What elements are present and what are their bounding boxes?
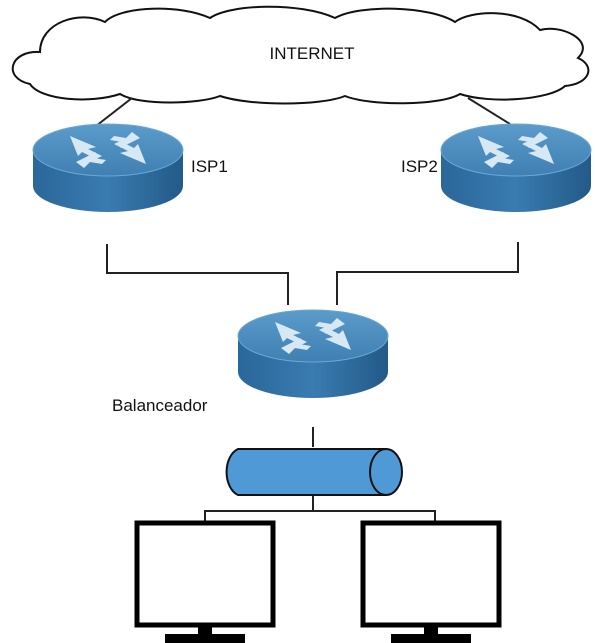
router-icon bbox=[32, 123, 184, 213]
router-icon bbox=[237, 309, 389, 399]
monitor-left bbox=[134, 520, 276, 643]
router-isp1-label: ISP1 bbox=[191, 157, 228, 176]
router-balancer bbox=[237, 309, 389, 399]
monitor-right bbox=[360, 520, 502, 643]
cloud-label: INTERNET bbox=[270, 44, 355, 63]
router-balancer-label: Balanceador bbox=[112, 396, 208, 415]
monitor-icon bbox=[134, 520, 276, 643]
router-isp2-label: ISP2 bbox=[401, 157, 438, 176]
connection-lines bbox=[95, 97, 519, 522]
router-isp1 bbox=[32, 123, 184, 213]
monitor-icon bbox=[360, 520, 502, 643]
router-isp2 bbox=[440, 123, 592, 213]
router-icon bbox=[440, 123, 592, 213]
switch-icon bbox=[225, 448, 403, 496]
